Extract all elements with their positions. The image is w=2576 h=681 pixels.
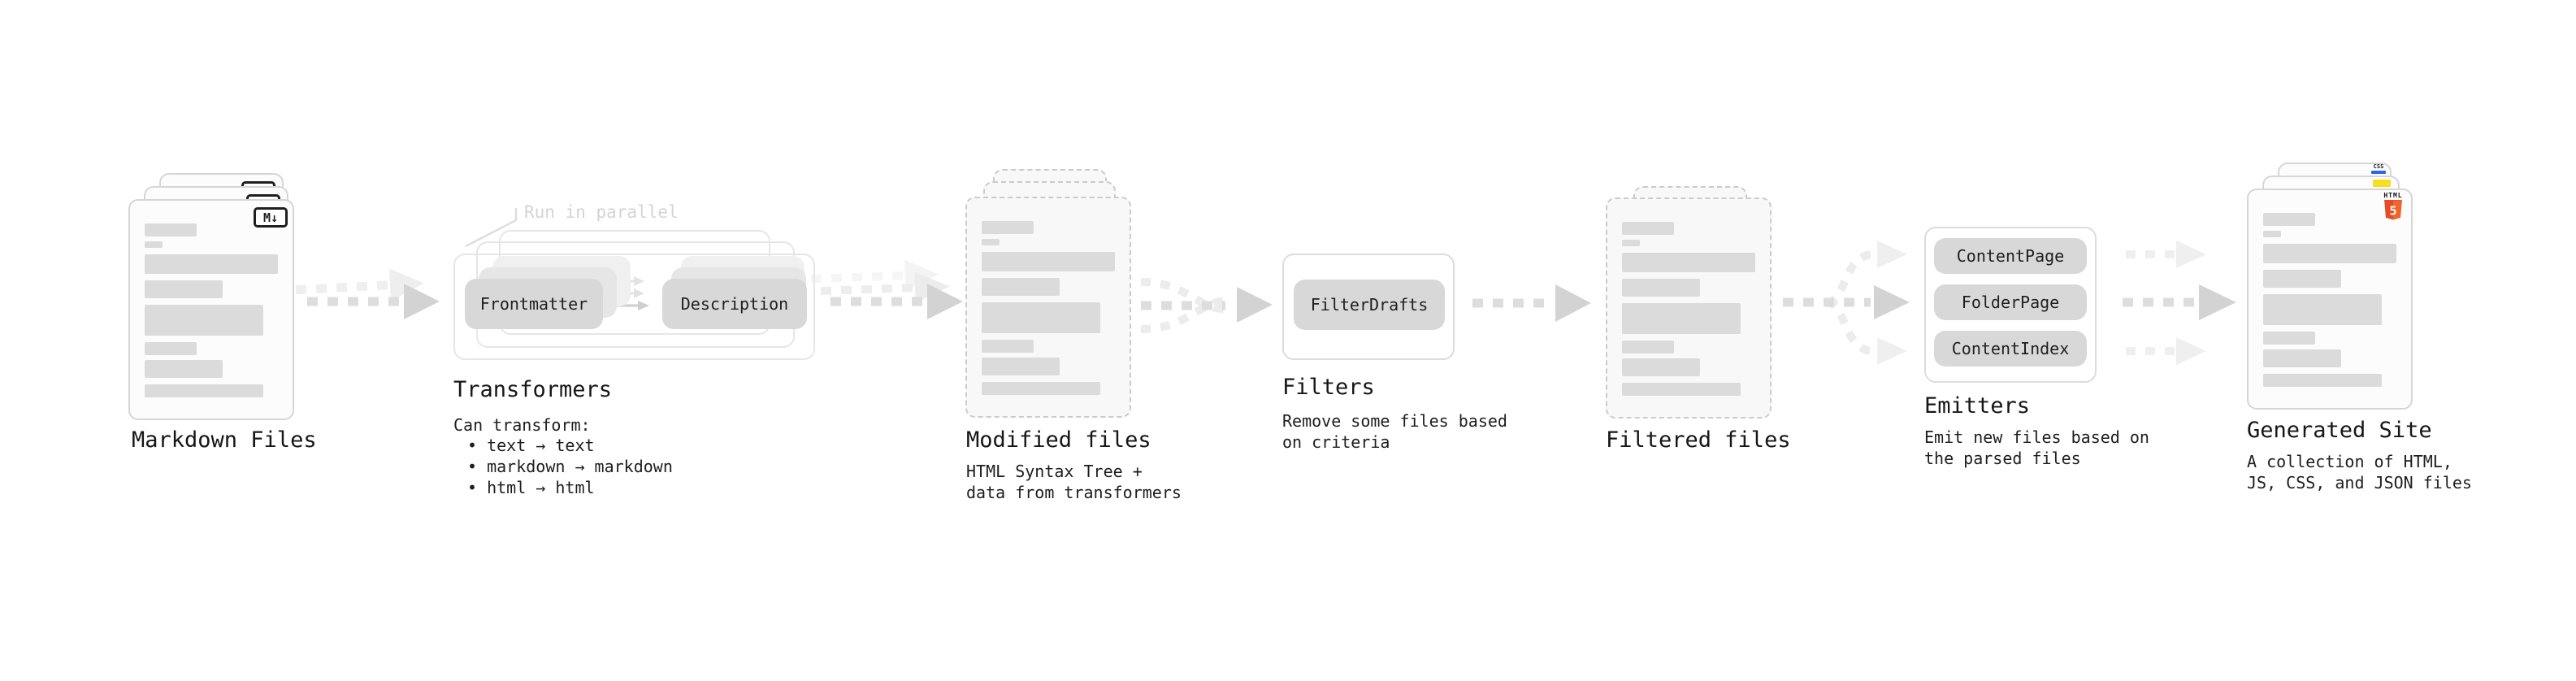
modified-files-label: Modified files <box>966 427 1151 453</box>
modified-file-card-front <box>965 197 1131 418</box>
css-icon-label: CSS <box>2373 163 2384 170</box>
emitters-desc: Emit new files based on <box>1924 427 2149 447</box>
filters-desc: Remove some files based <box>1282 411 1507 431</box>
placeholder-text-bar <box>1622 340 1674 354</box>
transformers-bullet: • html → html <box>467 478 595 497</box>
placeholder-text-bar <box>1622 240 1640 246</box>
generated-file-card-front <box>2247 189 2413 410</box>
placeholder-text-bar <box>982 221 1034 234</box>
placeholder-text-bar <box>145 305 263 336</box>
placeholder-text-bar <box>2263 349 2341 367</box>
placeholder-text-bar <box>145 223 197 236</box>
placeholder-text-bar <box>2263 213 2315 226</box>
filters-desc: on criteria <box>1282 432 1390 452</box>
placeholder-text-bar <box>1622 358 1700 376</box>
markdown-file-card-front <box>128 199 294 420</box>
html5-icon-label: HTML <box>2383 192 2403 199</box>
placeholder-text-bar <box>982 340 1034 353</box>
generated-site-label: Generated Site <box>2247 418 2432 443</box>
filtered-file-card-front <box>1606 197 1772 419</box>
placeholder-text-bar <box>1622 222 1674 235</box>
placeholder-text-bar <box>1622 253 1755 272</box>
arrow-emitters-to-generated-mid <box>2123 284 2236 320</box>
placeholder-text-bar <box>145 360 223 378</box>
markdown-files-label: Markdown Files <box>132 427 317 453</box>
placeholder-text-bar <box>982 278 1060 296</box>
filtered-files-label: Filtered files <box>1606 427 1791 453</box>
placeholder-text-bar <box>145 384 263 397</box>
transformers-bullet: • markdown → markdown <box>467 457 673 476</box>
modified-files-desc: data from transformers <box>966 483 1182 502</box>
arrow-markdown-to-transformers-ghost <box>295 268 424 301</box>
svg-text:5: 5 <box>2389 204 2396 219</box>
placeholder-text-bar <box>982 302 1100 333</box>
arrow-emitters-to-generated-top <box>2126 241 2206 268</box>
arrow-transformers-to-modified-ghost1 <box>820 271 950 303</box>
placeholder-text-bar <box>1622 383 1741 396</box>
arrow-markdown-to-transformers <box>307 284 440 319</box>
placeholder-text-bar <box>982 382 1100 395</box>
contentindex-emitter-box: ContentIndex <box>1934 331 2087 367</box>
transformers-desc: Can transform: <box>453 415 591 435</box>
arrow-transformers-to-modified-ghost2 <box>810 259 939 291</box>
placeholder-text-bar <box>2263 270 2341 288</box>
folderpage-emitter-box: FolderPage <box>1934 284 2087 320</box>
placeholder-text-bar <box>1622 279 1700 297</box>
arrow-emitters-to-generated-bottom <box>2126 337 2206 365</box>
placeholder-text-bar <box>1622 303 1741 334</box>
description-transformer-box: Description <box>662 279 807 329</box>
emitters-desc: the parsed files <box>1924 449 2081 468</box>
run-in-parallel-annotation: Run in parallel <box>524 202 679 222</box>
placeholder-text-bar <box>982 252 1115 271</box>
arrow-modified-to-filters <box>1140 278 1273 333</box>
placeholder-text-bar <box>982 358 1060 375</box>
transformers-bullet: • text → text <box>467 436 595 455</box>
transformers-label: Transformers <box>453 377 613 402</box>
markdown-icon: M↓ <box>254 207 288 228</box>
transformers-container-front <box>453 254 815 360</box>
placeholder-text-bar <box>2263 294 2382 325</box>
css-icon-bar <box>2371 171 2386 174</box>
placeholder-text-bar <box>2263 374 2382 387</box>
placeholder-text-bar <box>2263 244 2396 263</box>
placeholder-text-bar <box>2263 231 2281 237</box>
placeholder-text-bar <box>145 241 163 248</box>
placeholder-text-bar <box>145 280 223 298</box>
placeholder-text-bar <box>982 239 1000 245</box>
contentpage-emitter-box: ContentPage <box>1934 238 2087 274</box>
html5-icon: HTML 5 <box>2383 193 2404 225</box>
modified-files-desc: HTML Syntax Tree + <box>966 462 1143 481</box>
arrow-filters-to-filtered <box>1472 284 1591 322</box>
placeholder-text-bar <box>2263 332 2315 345</box>
css-icon: CSS <box>2371 164 2386 174</box>
emitters-label: Emitters <box>1924 393 2031 419</box>
arrow-filtered-to-emitters <box>1783 241 1910 365</box>
placeholder-text-bar <box>145 254 278 274</box>
filterdrafts-box: FilterDrafts <box>1294 280 1445 330</box>
javascript-icon <box>2373 180 2391 187</box>
placeholder-text-bar <box>145 342 197 355</box>
generated-site-desc: A collection of HTML, <box>2247 452 2452 471</box>
arrow-transformers-to-modified <box>830 284 963 319</box>
generated-site-desc: JS, CSS, and JSON files <box>2247 473 2472 492</box>
filters-label: Filters <box>1282 375 1375 400</box>
html5-shield: 5 <box>2384 200 2402 220</box>
frontmatter-transformer-box: Frontmatter <box>465 279 603 329</box>
